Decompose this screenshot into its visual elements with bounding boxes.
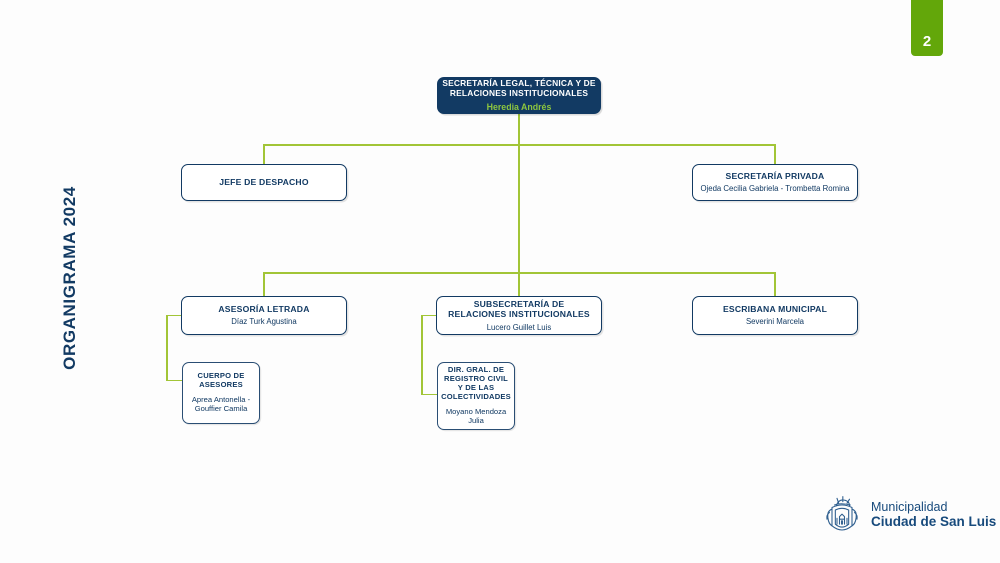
- connector-center-to-tier2: [518, 144, 520, 273]
- connector-to-secretaria-privada: [774, 144, 776, 165]
- connector-subsecretaria-elbow-vert: [421, 314, 423, 395]
- node-title: CUERPO DE ASESORES: [197, 371, 245, 390]
- node-cuerpo-de-asesores[interactable]: CUERPO DE ASESORES Aprea Antonella - Gou…: [182, 362, 260, 424]
- city-crest-icon: [826, 496, 858, 531]
- node-title: JEFE DE DESPACHO: [219, 177, 309, 188]
- footer-logo: Municipalidad Ciudad de San Luis: [822, 494, 996, 536]
- node-title: SUBSECRETARÍA DE RELACIONES INSTITUCIONA…: [448, 299, 590, 320]
- node-person: Díaz Turk Agustina: [231, 317, 297, 327]
- node-title: ESCRIBANA MUNICIPAL: [722, 304, 828, 315]
- node-subsecretaria-relaciones-institucionales[interactable]: SUBSECRETARÍA DE RELACIONES INSTITUCIONA…: [436, 296, 602, 335]
- logo-line-2: Ciudad de San Luis: [871, 514, 997, 530]
- connector-to-asesoria-letrada: [263, 272, 265, 296]
- node-person: Moyano Mendoza Julia: [445, 406, 507, 425]
- node-title: DIR. GRAL. DE REGISTRO CIVIL Y DE LAS CO…: [441, 365, 511, 401]
- node-title: SECRETARÍA LEGAL, TÉCNICA Y DE RELACIONE…: [442, 77, 596, 98]
- connector-asesoria-elbow-top: [166, 314, 182, 317]
- connector-to-subsecretaria: [518, 272, 520, 296]
- node-title: ASESORÍA LETRADA: [218, 304, 310, 315]
- node-person: Aprea Antonella - Gouffier Camila: [191, 395, 251, 413]
- logo-line-1: Municipalidad: [871, 499, 948, 514]
- page-number-label: 2: [922, 33, 932, 50]
- node-title: SECRETARÍA PRIVADA: [725, 171, 825, 182]
- node-person: Ojeda Cecilia Gabriela - Trombetta Romin…: [700, 184, 850, 194]
- connector-root-stem: [518, 114, 520, 145]
- node-jefe-de-despacho[interactable]: JEFE DE DESPACHO: [181, 164, 347, 201]
- node-person: Heredia Andrés: [486, 101, 552, 112]
- logo-text: Municipalidad Ciudad de San Luis: [871, 500, 996, 531]
- connector-to-escribana: [774, 272, 776, 296]
- page-title: ORGANIGRAMA 2024: [60, 186, 79, 370]
- connector-subsecretaria-elbow-top: [421, 314, 437, 317]
- node-secretaria-privada[interactable]: SECRETARÍA PRIVADA Ojeda Cecilia Gabriel…: [692, 164, 858, 201]
- connector-to-jefe-despacho: [263, 144, 265, 165]
- node-asesoria-letrada[interactable]: ASESORÍA LETRADA Díaz Turk Agustina: [181, 296, 347, 335]
- connector-asesoria-elbow-bottom: [166, 379, 182, 382]
- connector-subsecretaria-elbow-bottom: [421, 393, 437, 396]
- page-number-tab: 2: [911, 0, 943, 56]
- connector-asesoria-elbow-vert: [166, 314, 168, 381]
- node-dir-gral-registro-civil[interactable]: DIR. GRAL. DE REGISTRO CIVIL Y DE LAS CO…: [437, 362, 515, 430]
- node-person: Lucero Guillet Luis: [486, 322, 552, 332]
- node-secretaria-legal-tecnica[interactable]: SECRETARÍA LEGAL, TÉCNICA Y DE RELACIONE…: [437, 77, 601, 114]
- node-person: Severini Marcela: [745, 317, 805, 327]
- node-escribana-municipal[interactable]: ESCRIBANA MUNICIPAL Severini Marcela: [692, 296, 858, 335]
